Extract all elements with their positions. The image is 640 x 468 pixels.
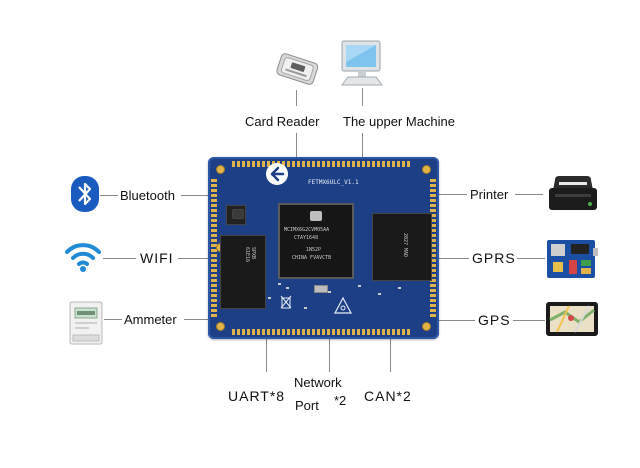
wifi-connector-right <box>178 258 208 259</box>
upper-machine-connector <box>362 88 363 106</box>
can-connector <box>390 339 391 372</box>
smd-component <box>268 297 271 299</box>
cpu-marking-1: MCIMX6G2CVM05AA <box>284 227 330 233</box>
ammeter-connector-right <box>184 319 208 320</box>
smd-component <box>358 285 361 287</box>
cpu-logo-icon <box>310 211 322 221</box>
cpu-marking-2: CTAY1648 <box>294 235 319 241</box>
ammeter-connector-left <box>104 319 122 320</box>
recycle-mark-icon <box>334 296 352 315</box>
som-board: FETMX6ULC_V1.1 SPXB 61E16 MCIMX6G2CVM05A… <box>208 157 439 339</box>
bluetooth-label: Bluetooth <box>120 188 175 203</box>
gps-navigator-icon <box>545 300 599 338</box>
card-reader-connector <box>296 90 297 106</box>
ammeter-icon <box>68 300 104 346</box>
gps-connector-left <box>439 320 475 321</box>
gps-connector-right <box>513 320 545 321</box>
board-model-text: FETMX6ULC_V1.1 <box>308 179 359 186</box>
smd-component <box>286 287 289 289</box>
printer-connector-right <box>515 194 543 195</box>
network-label-line1: Network <box>294 375 342 390</box>
printer-icon <box>545 172 601 214</box>
gprs-connector-left <box>439 258 469 259</box>
card-reader-label: Card Reader <box>245 114 320 129</box>
memory-chip-left: SPXB 61E16 <box>220 235 266 309</box>
uart-label: UART*8 <box>228 388 286 404</box>
cpu-marking-3: 1N52P <box>306 247 322 253</box>
bluetooth-connector-left <box>100 195 118 196</box>
bluetooth-icon <box>70 175 100 213</box>
orientation-arrow-icon <box>266 163 288 185</box>
printer-connector-left <box>439 194 467 195</box>
oscillator <box>314 285 328 293</box>
gprs-connector-right <box>517 258 545 259</box>
crystal-component <box>232 209 244 219</box>
upper-machine-label: The upper Machine <box>343 114 456 129</box>
mount-hole <box>216 322 225 331</box>
printer-label: Printer <box>470 187 509 202</box>
board-edge-pins-right <box>430 179 436 319</box>
smd-component <box>328 291 331 293</box>
network-count-label: *2 <box>334 393 347 408</box>
network-connector <box>329 339 330 372</box>
smd-component <box>304 307 307 309</box>
network-label-line2: Port <box>295 398 319 413</box>
bin-mark-icon <box>280 295 292 309</box>
chip-marking: SPXB 61E16 <box>244 247 256 263</box>
monitor-icon <box>338 38 386 90</box>
gprs-label: GPRS <box>472 250 516 266</box>
gps-label: GPS <box>478 312 511 328</box>
mount-hole <box>216 165 225 174</box>
chip-marking: 2027 MAD <box>402 232 409 258</box>
smd-component <box>398 287 401 289</box>
card-reader-connector-bottom <box>296 133 297 157</box>
mount-hole <box>422 322 431 331</box>
wifi-label: WIFI <box>140 250 174 266</box>
board-edge-pins-bottom <box>232 329 412 335</box>
memory-chip-right: 2027 MAD <box>372 213 432 281</box>
cpu-chip: MCIMX6G2CVM05AA CTAY1648 1N52P CHINA FVA… <box>278 203 354 279</box>
wifi-connector-left <box>103 258 136 259</box>
smd-component <box>378 293 381 295</box>
upper-machine-connector-bottom <box>362 133 363 157</box>
card-reader-icon <box>272 50 322 90</box>
bluetooth-connector-right <box>181 195 208 196</box>
mount-hole <box>422 165 431 174</box>
board-edge-pins-top <box>232 161 412 167</box>
board-edge-pins-left <box>211 179 217 319</box>
ammeter-label: Ammeter <box>124 312 177 327</box>
smd-component <box>278 283 281 285</box>
cpu-marking-4: CHINA FVAVCTB <box>292 255 332 261</box>
gprs-board-icon <box>545 236 599 282</box>
can-label: CAN*2 <box>364 388 412 404</box>
wifi-icon <box>63 238 103 274</box>
uart-connector <box>266 339 267 372</box>
